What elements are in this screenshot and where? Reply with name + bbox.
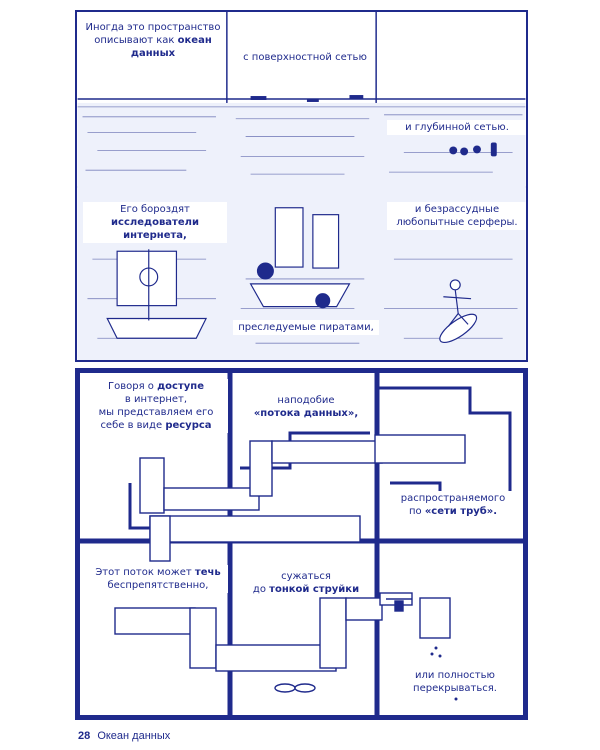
- caption-line: и безрассудные: [414, 204, 500, 215]
- caption-pirates: преследуемые пиратами,: [233, 320, 379, 335]
- caption-line: Говоря о: [108, 381, 154, 392]
- caption-line: по: [408, 506, 422, 517]
- ocean-comic-block: Иногда это пространство описывают как ок…: [75, 10, 528, 362]
- caption-access: Говоря о доступе в интернет, мы представ…: [84, 379, 228, 433]
- caption-line: мы представляем его: [98, 407, 214, 418]
- caption-emphasis: океан: [177, 35, 212, 46]
- caption-surfers: и безрассудные любопытные серферы.: [387, 202, 526, 230]
- caption-line: наподобие: [277, 395, 335, 406]
- caption-line: Иногда это пространство: [85, 22, 221, 33]
- caption-line: или полностью: [415, 670, 495, 681]
- caption-pipe-network: распространяемого по «сети труб».: [386, 491, 520, 519]
- caption-ocean-of-data: Иногда это пространство описывают как ок…: [83, 20, 223, 61]
- caption-emphasis: доступе: [157, 381, 204, 392]
- page-footer: 28 Океан данных: [78, 730, 170, 742]
- caption-emphasis: данных: [130, 48, 176, 59]
- caption-explorers: Его бороздят исследователи интернета,: [83, 202, 227, 243]
- pipes-illustration: [80, 373, 523, 715]
- pipes-comic-block: Говоря о доступе в интернет, мы представ…: [75, 368, 528, 720]
- caption-line: сужаться: [281, 571, 331, 582]
- caption-line: перекрываться.: [413, 683, 497, 694]
- caption-emphasis: тонкой струйки: [269, 584, 360, 595]
- caption-deep-web: и глубинной сетью.: [387, 120, 526, 135]
- caption-line: Этот поток может: [95, 567, 192, 578]
- caption-line: беспрепятственно,: [107, 580, 209, 591]
- caption-emphasis: течь: [194, 567, 221, 578]
- caption-surface-web: с поверхностной сетью: [235, 50, 375, 65]
- caption-line: описывают как: [94, 35, 175, 46]
- caption-emphasis: «сети труб».: [424, 506, 497, 517]
- caption-shut-off: или полностью перекрываться.: [398, 668, 512, 696]
- caption-emphasis: «потока данных»,: [253, 408, 359, 419]
- caption-emphasis: ресурса: [165, 420, 212, 431]
- caption-emphasis: исследователи интернета,: [111, 217, 199, 241]
- caption-line: себе в виде: [100, 420, 163, 431]
- chapter-title: Океан данных: [97, 730, 171, 742]
- caption-narrow: сужаться до тонкой струйки: [240, 569, 372, 597]
- caption-line: в интернет,: [124, 394, 188, 405]
- caption-flow-freely: Этот поток может течь беспрепятственно,: [88, 565, 228, 593]
- caption-line: до: [252, 584, 266, 595]
- caption-line: любопытные серферы.: [396, 217, 518, 228]
- page-number: 28: [78, 730, 91, 742]
- caption-line: распространяемого: [400, 493, 506, 504]
- caption-line: Его бороздят: [120, 204, 190, 215]
- caption-data-stream: наподобие «потока данных»,: [240, 393, 372, 421]
